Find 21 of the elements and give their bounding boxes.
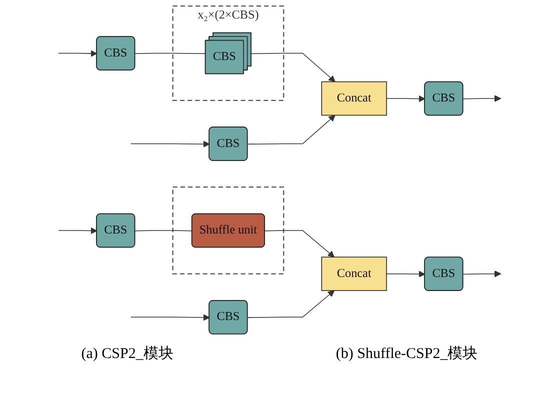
- arrow: [58, 50, 98, 57]
- node-box: [321, 256, 387, 291]
- arrow: [130, 314, 210, 321]
- arrow: [247, 114, 336, 145]
- cluster: [172, 186, 284, 274]
- figure-caption: (b) Shuffle-CSP2_模块: [336, 344, 478, 363]
- arrow: [247, 290, 334, 318]
- arrow: [462, 95, 501, 102]
- node-box: [321, 81, 387, 116]
- figure-caption: (a) CSP2_模块: [81, 344, 174, 363]
- arrow: [250, 52, 336, 82]
- cluster: [172, 6, 284, 101]
- arrow: [58, 227, 98, 234]
- arrow: [386, 95, 426, 102]
- connector: [134, 52, 206, 54]
- flowchart-drawing: x₂×(2×CBS) CBS CBS Concat CBS CBS CBS Shuffle unit Concat CBS CBS: [22, 0, 538, 340]
- arrow: [386, 270, 426, 278]
- arrow: [130, 140, 210, 148]
- arrow: [264, 230, 334, 258]
- connector: [134, 230, 192, 232]
- arrow: [462, 270, 501, 278]
